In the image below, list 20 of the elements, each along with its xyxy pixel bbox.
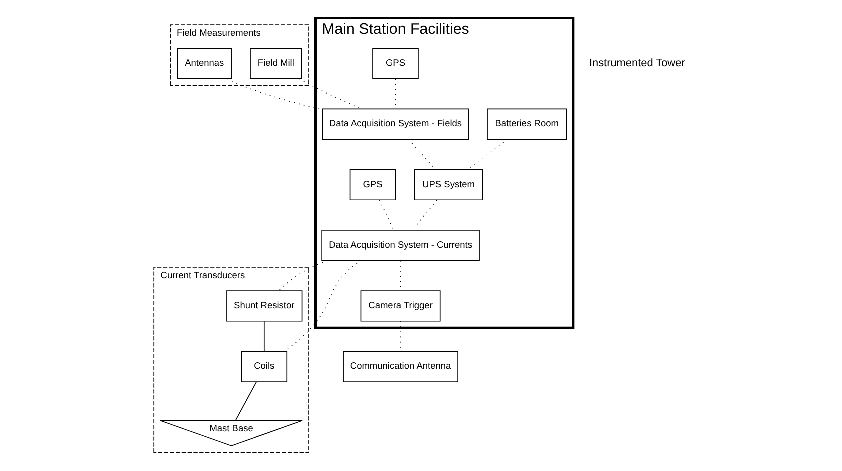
node-box: Coils xyxy=(241,351,288,382)
connector xyxy=(264,321,265,352)
node-box: UPS System xyxy=(414,169,484,201)
node-box: Camera Trigger xyxy=(360,290,441,322)
connector xyxy=(468,139,508,170)
node-box: Batteries Room xyxy=(487,108,568,140)
node-box: Antennas xyxy=(177,48,232,80)
connector xyxy=(235,382,258,421)
connector xyxy=(379,200,394,231)
node-box: Communication Antenna xyxy=(343,351,458,382)
node-box: Data Acquisition System - Currents xyxy=(322,230,480,262)
connector xyxy=(299,78,362,110)
node-box: GPS xyxy=(372,48,419,80)
label: Instrumented Tower xyxy=(589,58,686,70)
node-box: Data Acquisition System - Fields xyxy=(322,108,469,140)
node-box: Shunt Resistor xyxy=(226,290,303,322)
connector xyxy=(412,200,438,231)
node-box: GPS xyxy=(350,169,396,201)
node-box: Field Mill xyxy=(250,48,302,80)
connector xyxy=(278,260,328,292)
